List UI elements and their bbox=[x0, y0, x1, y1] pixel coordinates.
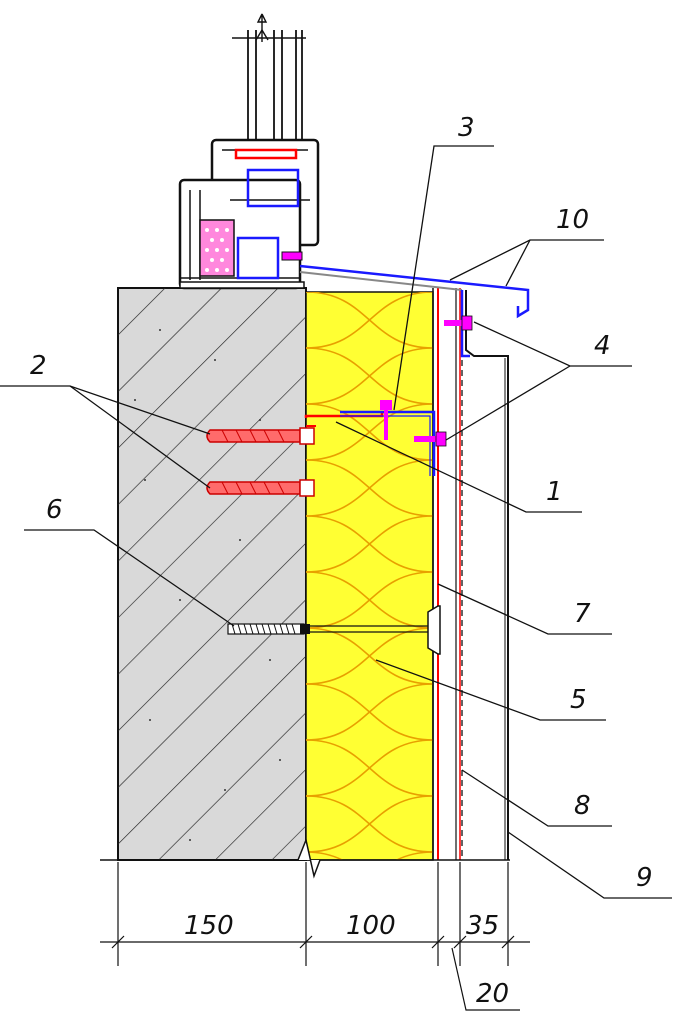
anchor-bolt-1 bbox=[206, 427, 315, 445]
insulation-wave-b-8 bbox=[306, 683, 433, 741]
callout-2: 2 bbox=[30, 351, 47, 381]
window-blue-profile-2 bbox=[236, 236, 280, 280]
sill-flashing-grey bbox=[299, 271, 463, 291]
leader-6 bbox=[24, 529, 235, 627]
dim-tick-118 bbox=[111, 935, 125, 949]
callout-9: 9 bbox=[636, 863, 653, 893]
top-bracket-blue bbox=[460, 290, 470, 358]
leader-20 bbox=[451, 947, 520, 1011]
insulation-wave-b-9 bbox=[306, 739, 433, 797]
leader-1 bbox=[335, 421, 582, 513]
callout-6: 6 bbox=[46, 495, 63, 525]
leader-5 bbox=[375, 659, 606, 721]
insulation-wave-b-3 bbox=[306, 403, 433, 461]
anchor-bolts bbox=[206, 427, 315, 497]
insulation-wave-b-4 bbox=[306, 459, 433, 517]
bracket-blue bbox=[340, 410, 436, 476]
callout-4: 4 bbox=[594, 331, 611, 361]
leader-lines bbox=[0, 145, 672, 899]
bottom-break bbox=[100, 837, 510, 879]
dim-20: 20 bbox=[476, 979, 509, 1009]
concrete-dots bbox=[134, 329, 281, 841]
insulation-wave-b-1 bbox=[306, 292, 433, 349]
leader-4b bbox=[445, 365, 571, 441]
bracket-screw-top bbox=[380, 400, 392, 440]
cladding-panel bbox=[465, 290, 509, 860]
leader-3 bbox=[393, 145, 494, 411]
anchor-bolt-2 bbox=[206, 479, 315, 497]
leader-7 bbox=[437, 583, 612, 635]
window-screw bbox=[281, 251, 303, 261]
insulation-wave-a-11 bbox=[306, 851, 344, 860]
dim-150: 150 bbox=[184, 911, 234, 941]
break-zigzag bbox=[255, 28, 269, 41]
window-red-seal bbox=[234, 148, 298, 160]
window-foam-dots bbox=[205, 228, 229, 272]
dowel-head bbox=[427, 605, 441, 655]
insulation-wave-b-2 bbox=[306, 347, 433, 405]
leader-2b bbox=[69, 385, 211, 489]
insulation-wave-b-10 bbox=[306, 795, 433, 853]
callout-1: 1 bbox=[546, 477, 563, 507]
insulation-dowel bbox=[227, 605, 441, 655]
callout-5: 5 bbox=[570, 685, 587, 715]
leader-9 bbox=[507, 831, 672, 899]
concrete-hatching bbox=[118, 288, 306, 860]
sill-flashing-blue bbox=[299, 264, 530, 319]
leader-8 bbox=[461, 769, 612, 827]
insulation-wave-b-7 bbox=[306, 627, 433, 685]
insulation-waves bbox=[306, 292, 433, 860]
insulation-wave-b-5 bbox=[306, 515, 433, 573]
dim-tick-438 bbox=[431, 935, 445, 949]
dowel-threads bbox=[231, 623, 296, 635]
callout-3: 3 bbox=[458, 113, 475, 143]
callout-8: 8 bbox=[574, 791, 591, 821]
callout-10: 10 bbox=[556, 205, 589, 235]
dimension-labels: 150 100 35 20 bbox=[184, 911, 509, 1009]
callout-7: 7 bbox=[574, 599, 591, 629]
frame-profile bbox=[178, 178, 302, 290]
window-blue-profile-1 bbox=[246, 168, 300, 208]
bracket-blue-inner bbox=[340, 415, 431, 476]
insulation-layer bbox=[305, 291, 434, 861]
top-screw bbox=[444, 315, 473, 331]
bracket-screw-side bbox=[414, 431, 447, 447]
dim-35: 35 bbox=[466, 911, 499, 941]
break-symbol bbox=[256, 13, 268, 42]
dim-100: 100 bbox=[346, 911, 396, 941]
window-sill-base bbox=[179, 281, 305, 289]
concrete-wall bbox=[117, 287, 307, 861]
dowel-collar bbox=[300, 624, 310, 634]
dimension-lines bbox=[100, 862, 530, 1011]
insulation-fill bbox=[305, 291, 434, 861]
insulation-wave-b-0 bbox=[306, 292, 319, 293]
membrane-and-cladding bbox=[432, 288, 509, 860]
insulation-wave-b-11 bbox=[395, 851, 433, 860]
bracket-assembly bbox=[304, 400, 447, 476]
dim-tick-306 bbox=[299, 935, 313, 949]
callout-labels: 3 10 4 2 1 6 7 5 8 9 bbox=[30, 113, 653, 893]
window-frame bbox=[178, 13, 320, 290]
bottom-break-zigzag bbox=[297, 837, 321, 879]
sill-flashing bbox=[299, 264, 530, 358]
dim-tick-460 bbox=[453, 935, 467, 949]
leader-10b bbox=[505, 239, 531, 287]
dim-tick-508 bbox=[501, 935, 515, 949]
insulation-wave-a-0 bbox=[420, 292, 433, 293]
